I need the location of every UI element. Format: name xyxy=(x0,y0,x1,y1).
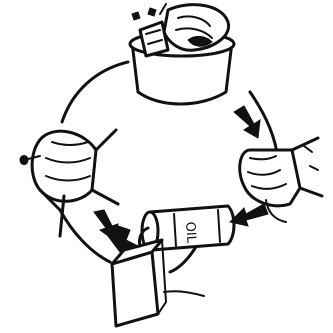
arrow-right-bottom-icon xyxy=(230,204,268,226)
arrow-left-bottom-icon xyxy=(94,210,118,240)
arrow-top-right-icon xyxy=(234,106,260,138)
right-hand-icon xyxy=(240,138,322,222)
top-bin-with-hand-icon xyxy=(130,4,234,104)
can-label: OIL xyxy=(182,221,199,244)
